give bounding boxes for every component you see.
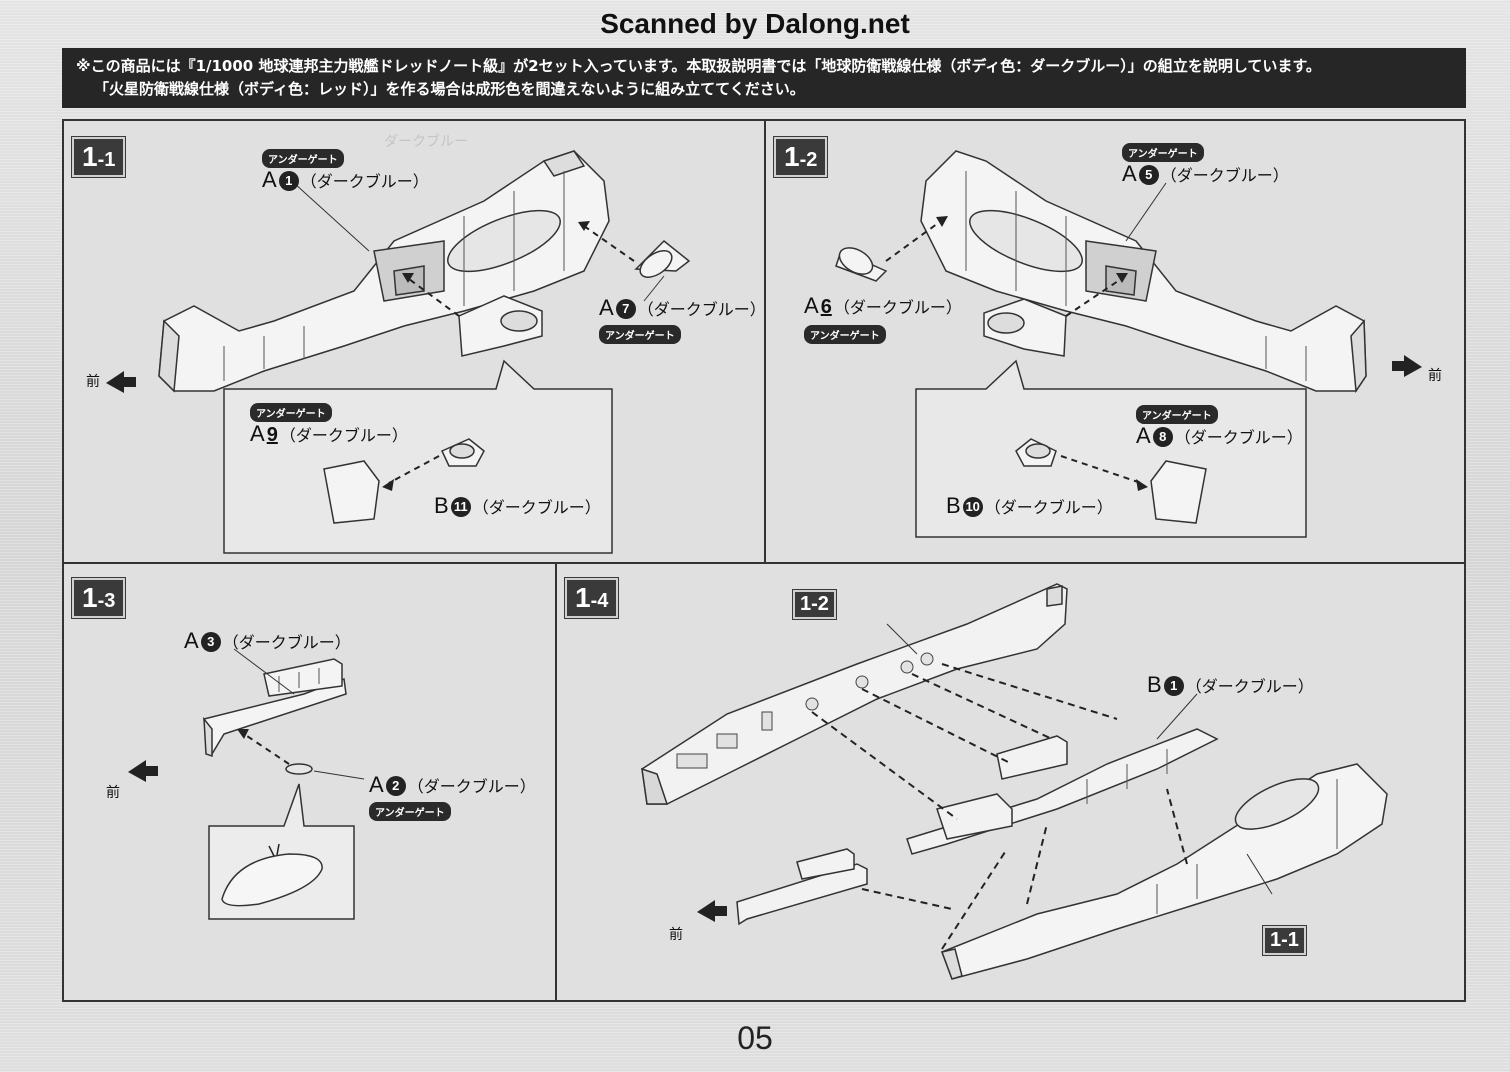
step-1-3-drawing [128, 648, 365, 920]
step-1-4-drawing [641, 583, 1388, 980]
under-gate-label: アンダーゲート [804, 325, 886, 344]
step-badge-1-2: 1-2 [772, 136, 829, 178]
subassembly-tag-1-2: 1-2 [792, 589, 837, 620]
instruction-frame: ダークブルー [62, 119, 1466, 1002]
subassembly-tag-1-1: 1-1 [1262, 925, 1307, 956]
under-gate-label: アンダーゲート [1136, 405, 1218, 424]
notice-line-1: ※この商品には『1/1000 地球連邦主力戦艦ドレッドノート級』が2セット入って… [76, 57, 1321, 75]
step-badge-1-4: 1-4 [563, 577, 620, 619]
under-gate-label: アンダーゲート [262, 149, 344, 168]
under-gate-label: アンダーゲート [599, 325, 681, 344]
front-direction-label: 前 [86, 374, 100, 390]
front-direction-label: 前 [669, 927, 683, 943]
under-gate-label: アンダーゲート [250, 403, 332, 422]
step-1-1-drawing [106, 150, 691, 554]
under-gate-label: アンダーゲート [1122, 143, 1204, 162]
page-number: 05 [737, 1020, 773, 1056]
color-notice-banner: ※この商品には『1/1000 地球連邦主力戦艦ドレッドノート級』が2セット入って… [62, 48, 1466, 108]
step-badge-1-3: 1-3 [70, 577, 127, 619]
step-1-1-panel: ダークブルー [64, 121, 766, 564]
front-direction-label: 前 [1428, 368, 1442, 384]
scanner-watermark: Scanned by Dalong.net [600, 8, 910, 39]
front-direction-label: 前 [106, 785, 120, 801]
notice-line-2: 「火星防衛戦線仕様（ボディ色：レッド）」を作る場合は成形色を間違えないように組み… [94, 80, 805, 98]
under-gate-label: アンダーゲート [369, 802, 451, 821]
step-badge-1-1: 1-1 [70, 136, 127, 178]
